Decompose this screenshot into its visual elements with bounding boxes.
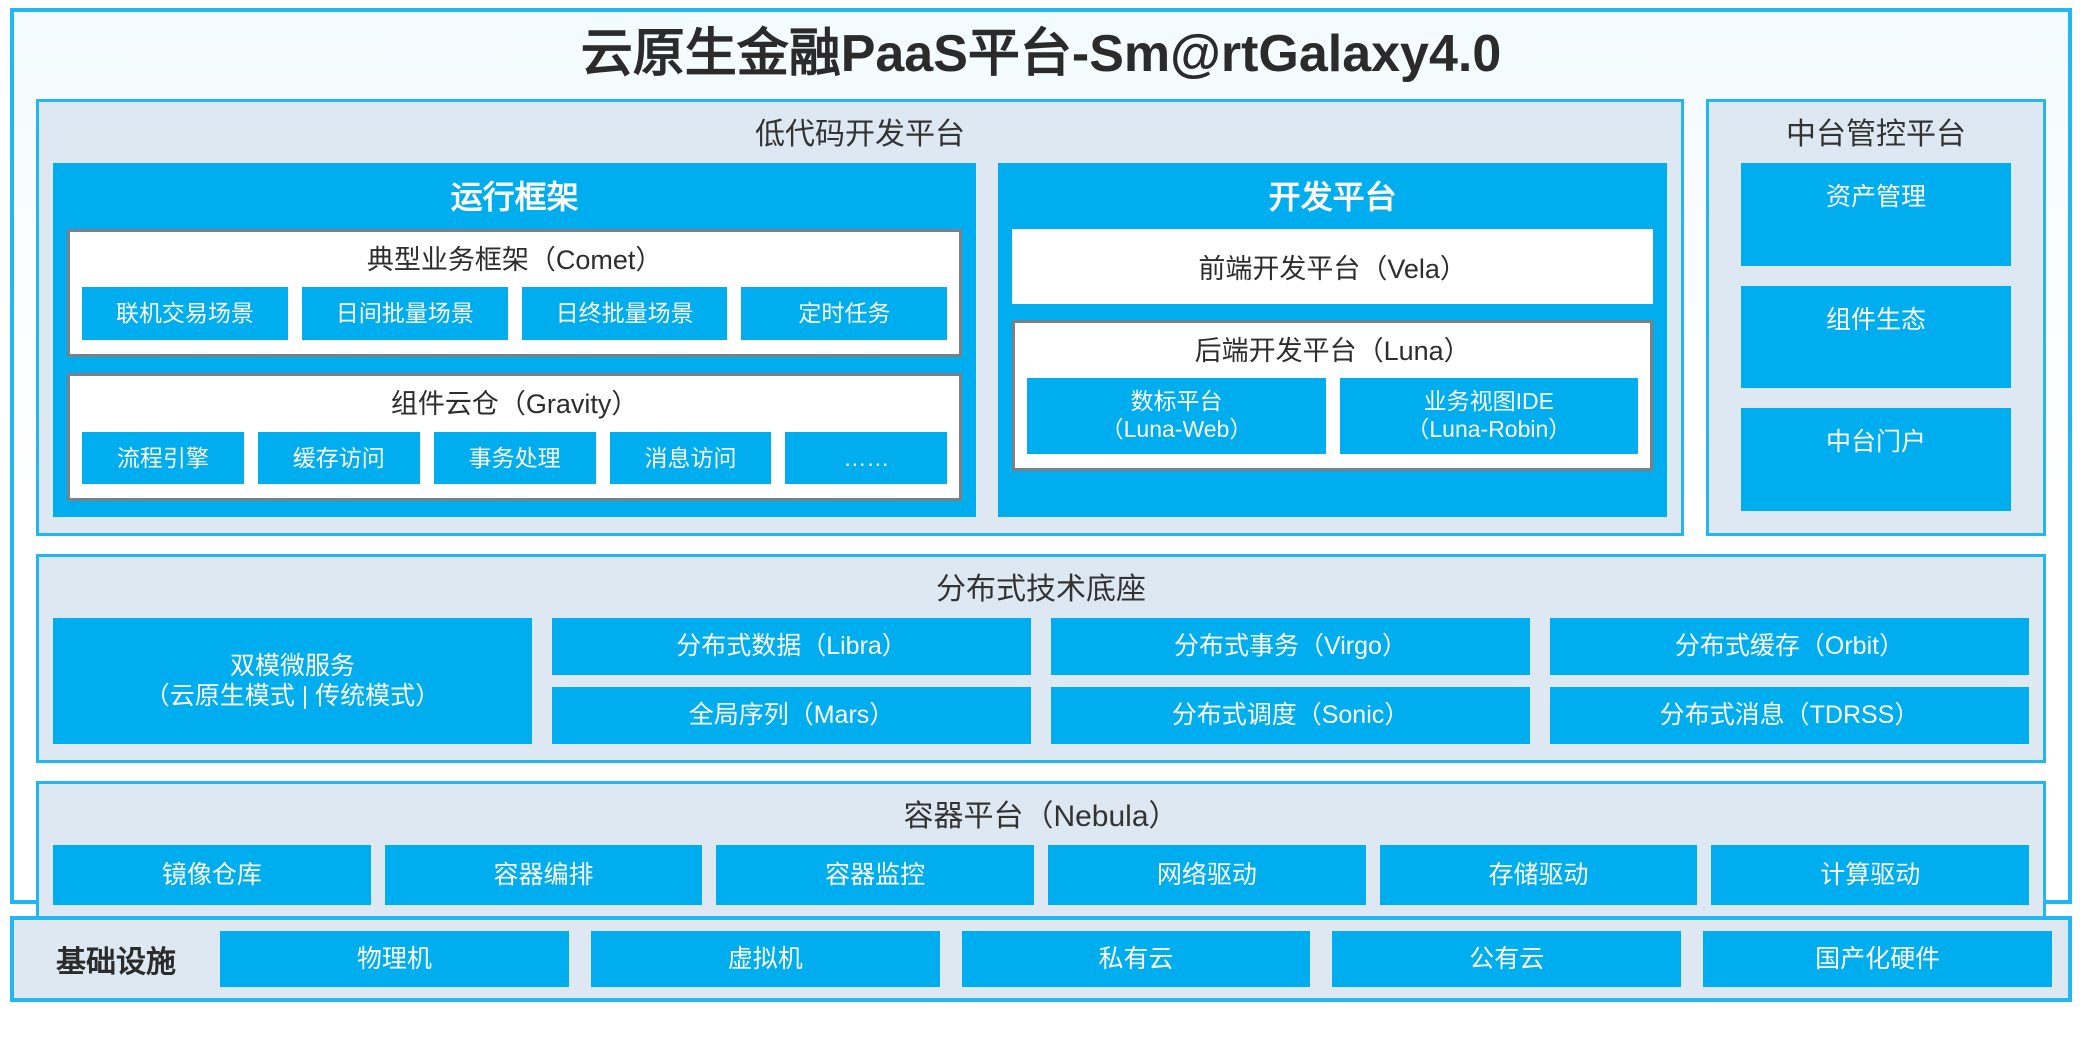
luna-web-line1: 数标平台 <box>1130 388 1223 415</box>
comet-item[interactable]: 联机交易场景 <box>82 287 288 340</box>
backend-platform-box: 后端开发平台（Luna） 数标平台 （Luna-Web） 业务视图IDE （Lu… <box>1012 319 1653 471</box>
main-platform-frame: 云原生金融PaaS平台-Sm@rtGalaxy4.0 低代码开发平台 运行框架 … <box>10 8 2072 925</box>
luna-web-line2: （Luna-Web） <box>1100 416 1253 443</box>
container-platform-panel: 容器平台（Nebula） 镜像仓库 容器编排 容器监控 网络驱动 存储驱动 计算… <box>36 780 2046 925</box>
luna-web-item[interactable]: 数标平台 （Luna-Web） <box>1027 378 1326 454</box>
container-item-monitoring[interactable]: 容器监控 <box>716 844 1035 906</box>
backend-item-row: 数标平台 （Luna-Web） 业务视图IDE （Luna-Robin） <box>1027 378 1639 454</box>
gravity-item[interactable]: 流程引擎 <box>82 431 244 485</box>
development-platform-card: 开发平台 前端开发平台（Vela） 后端开发平台（Luna） 数标平台 （Lun… <box>998 163 1667 518</box>
container-item-orchestration[interactable]: 容器编排 <box>384 844 703 906</box>
comet-title: 典型业务框架（Comet） <box>366 244 663 275</box>
distributed-column-3: 分布式缓存（Orbit） 分布式消息（TDRSS） <box>1550 618 2029 744</box>
infrastructure-item-physical-machine[interactable]: 物理机 <box>220 930 569 988</box>
midplatform-item-stack: 资产管理 组件生态 中台门户 <box>1723 163 2029 517</box>
distributed-column-1: 分布式数据（Libra） 全局序列（Mars） <box>552 618 1031 744</box>
dual-mode-line2: （云原生模式 | 传统模式） <box>144 681 441 710</box>
runtime-framework-card: 运行框架 典型业务框架（Comet） 联机交易场景 日间批量场景 日终批量场景 … <box>53 163 977 518</box>
infrastructure-panel: 基础设施 物理机 虚拟机 私有云 公有云 国产化硬件 <box>10 916 2072 1002</box>
distributed-item-orbit[interactable]: 分布式缓存（Orbit） <box>1550 618 2029 675</box>
runtime-framework-title: 运行框架 <box>450 179 579 216</box>
container-item-compute-driver[interactable]: 计算驱动 <box>1711 844 2030 906</box>
infrastructure-item-row: 物理机 虚拟机 私有云 公有云 国产化硬件 <box>220 930 2052 988</box>
page-title: 云原生金融PaaS平台-Sm@rtGalaxy4.0 <box>580 25 1502 83</box>
gravity-box: 组件云仓（Gravity） 流程引擎 缓存访问 事务处理 消息访问 …… <box>67 372 963 502</box>
comet-item[interactable]: 日终批量场景 <box>521 287 728 340</box>
container-platform-item-row: 镜像仓库 容器编排 容器监控 网络驱动 存储驱动 计算驱动 <box>53 844 2030 906</box>
luna-robin-line2: （Luna-Robin） <box>1406 416 1572 443</box>
dual-mode-microservice-column: 双模微服务 （云原生模式 | 传统模式） <box>53 618 532 744</box>
lowcode-platform-title: 低代码开发平台 <box>755 118 965 152</box>
comet-item[interactable]: 日间批量场景 <box>301 287 508 340</box>
development-platform-title: 开发平台 <box>1268 179 1397 216</box>
comet-item-row: 联机交易场景 日间批量场景 日终批量场景 定时任务 <box>82 287 948 340</box>
distributed-base-grid: 双模微服务 （云原生模式 | 传统模式） 分布式数据（Libra） 全局序列（M… <box>53 618 2029 744</box>
distributed-item-libra[interactable]: 分布式数据（Libra） <box>552 618 1031 675</box>
frontend-platform-box[interactable]: 前端开发平台（Vela） <box>1012 228 1653 304</box>
gravity-item-more[interactable]: …… <box>785 431 948 485</box>
dual-mode-microservice-item[interactable]: 双模微服务 （云原生模式 | 传统模式） <box>53 618 532 744</box>
distributed-item-sonic[interactable]: 分布式调度（Sonic） <box>1051 686 1530 744</box>
infrastructure-item-public-cloud[interactable]: 公有云 <box>1332 930 1682 988</box>
midplatform-item-asset-management[interactable]: 资产管理 <box>1741 163 2011 266</box>
luna-robin-line1: 业务视图IDE <box>1423 388 1554 415</box>
midplatform-item-component-ecosystem[interactable]: 组件生态 <box>1741 285 2011 389</box>
distributed-item-mars[interactable]: 全局序列（Mars） <box>552 686 1031 744</box>
gravity-item[interactable]: 缓存访问 <box>257 431 420 485</box>
midplatform-panel: 中台管控平台 资产管理 组件生态 中台门户 <box>1706 99 2046 537</box>
comet-box: 典型业务框架（Comet） 联机交易场景 日间批量场景 日终批量场景 定时任务 <box>67 228 963 357</box>
gravity-item[interactable]: 消息访问 <box>609 431 772 485</box>
dual-mode-line1: 双模微服务 <box>229 651 355 680</box>
lowcode-platform-panel: 低代码开发平台 运行框架 典型业务框架（Comet） 联机交易场景 日间批量场景… <box>36 99 1684 537</box>
distributed-item-tdrss[interactable]: 分布式消息（TDRSS） <box>1550 686 2029 744</box>
upper-section: 低代码开发平台 运行框架 典型业务框架（Comet） 联机交易场景 日间批量场景… <box>36 99 2046 537</box>
distributed-column-2: 分布式事务（Virgo） 分布式调度（Sonic） <box>1051 618 1530 744</box>
midplatform-item-portal[interactable]: 中台门户 <box>1741 408 2011 512</box>
infrastructure-item-private-cloud[interactable]: 私有云 <box>961 930 1311 988</box>
gravity-title: 组件云仓（Gravity） <box>390 388 639 419</box>
luna-robin-item[interactable]: 业务视图IDE （Luna-Robin） <box>1339 378 1639 454</box>
gravity-item[interactable]: 事务处理 <box>433 431 596 485</box>
gravity-item-row: 流程引擎 缓存访问 事务处理 消息访问 …… <box>82 431 948 485</box>
infrastructure-item-domestic-hardware[interactable]: 国产化硬件 <box>1703 930 2052 988</box>
container-item-storage-driver[interactable]: 存储驱动 <box>1379 844 1698 906</box>
distributed-base-title: 分布式技术底座 <box>936 573 1146 607</box>
container-item-image-registry[interactable]: 镜像仓库 <box>53 844 371 906</box>
midplatform-title: 中台管控平台 <box>1786 118 1966 152</box>
container-platform-title: 容器平台（Nebula） <box>903 799 1179 833</box>
distributed-item-virgo[interactable]: 分布式事务（Virgo） <box>1051 618 1530 675</box>
comet-item[interactable]: 定时任务 <box>741 287 948 340</box>
backend-platform-title: 后端开发平台（Luna） <box>1194 335 1471 366</box>
infrastructure-label: 基础设施 <box>56 946 176 979</box>
distributed-base-panel: 分布式技术底座 双模微服务 （云原生模式 | 传统模式） 分布式数据（Libra… <box>36 554 2046 763</box>
container-item-network-driver[interactable]: 网络驱动 <box>1048 844 1366 906</box>
infrastructure-item-virtual-machine[interactable]: 虚拟机 <box>590 930 940 988</box>
